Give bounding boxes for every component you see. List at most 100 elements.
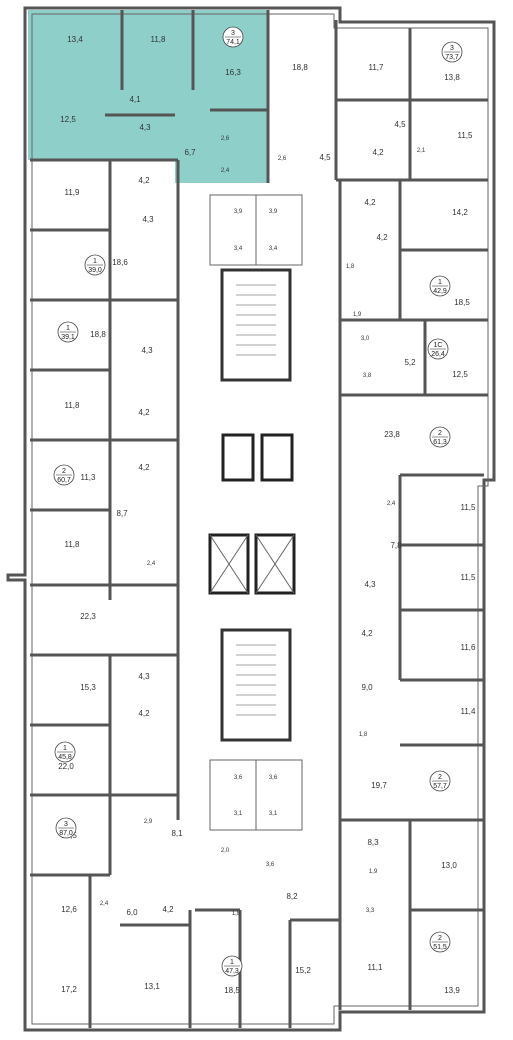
- apartment-badge[interactable]: 251,5: [429, 931, 451, 953]
- room-area-label: 3,6: [269, 775, 278, 781]
- apartment-rooms: 3: [231, 30, 235, 37]
- room-area-label: 18,6: [112, 258, 128, 267]
- core-walls: [208, 194, 303, 831]
- room-area-label: 2,0: [221, 848, 230, 854]
- room-area-label: 4,5: [394, 120, 406, 129]
- room-area-label: 11,5: [461, 573, 477, 582]
- highlighted-apartment[interactable]: [28, 10, 268, 183]
- room-area-label: 12,6: [61, 905, 77, 914]
- room-area-label: 22,0: [58, 762, 74, 771]
- room-area-label: 2,4: [387, 501, 396, 507]
- apartment-badge[interactable]: 139,1: [57, 321, 79, 343]
- room-area-label: 11,9: [65, 188, 81, 197]
- room-area-label: 4,2: [162, 905, 174, 914]
- apartment-badge[interactable]: 139,0: [84, 254, 106, 276]
- room-area-label: 3,4: [234, 246, 243, 252]
- room-area-label: 3,6: [234, 775, 243, 781]
- room-area-label: 23,8: [384, 430, 400, 439]
- room-area-label: 3,1: [269, 811, 278, 817]
- top-walls: [105, 10, 488, 183]
- left-walls: [30, 158, 192, 1028]
- room-area-label: 2,4: [147, 561, 156, 567]
- room-area-label: 4,2: [138, 408, 150, 417]
- room-area-label: 13,4: [67, 35, 83, 44]
- room-area-label: 15,2: [295, 966, 311, 975]
- room-area-label: 4,3: [139, 123, 151, 132]
- room-area-label: 13,8: [444, 73, 460, 82]
- apartment-badge[interactable]: 147,3: [221, 955, 243, 977]
- bottom-walls: [195, 908, 340, 1028]
- apartment-rooms: 1: [438, 279, 442, 286]
- room-area-label: 1,8: [232, 911, 241, 917]
- apartment-area: 61,3: [433, 439, 447, 446]
- apartment-rooms: 2: [62, 468, 66, 475]
- room-area-label: 2,9: [144, 819, 153, 825]
- room-area-label: 4,2: [376, 233, 388, 242]
- stair-treads: [236, 284, 276, 716]
- apartment-rooms: 1: [66, 325, 70, 332]
- room-area-label: 11,8: [65, 401, 81, 410]
- room-area-label: 2,4: [100, 901, 109, 907]
- room-area-label: 11,6: [461, 643, 477, 652]
- room-area-label: 11,5: [461, 503, 477, 512]
- apartment-rooms: 3: [450, 45, 454, 52]
- room-area-label: 12,5: [60, 115, 76, 124]
- room-area-label: 3,1: [234, 811, 243, 817]
- apartment-area: 47,3: [225, 968, 239, 975]
- room-area-label: 1,9: [369, 869, 378, 875]
- room-area-label: 4,3: [138, 672, 150, 681]
- apartment-rooms: 3: [64, 821, 68, 828]
- room-area-label: 4,2: [372, 148, 384, 157]
- room-area-label: 11,3: [81, 473, 97, 482]
- apartment-area: 73,7: [445, 54, 459, 61]
- room-area-label: 8,1: [171, 829, 183, 838]
- room-area-label: 11,5: [458, 131, 474, 140]
- apartment-badge[interactable]: 387,0: [55, 817, 77, 839]
- apartment-badge[interactable]: 374,1: [222, 26, 244, 48]
- room-area-label: 13,9: [444, 986, 460, 995]
- apartment-badge[interactable]: 260,7: [53, 464, 75, 486]
- room-area-label: 3,3: [366, 908, 375, 914]
- apartment-badge[interactable]: 145,8: [54, 741, 76, 763]
- room-area-label: 11,4: [461, 707, 477, 716]
- apartment-area: 39,0: [88, 267, 102, 274]
- right-walls: [338, 180, 488, 1010]
- apartment-rooms: 2: [438, 935, 442, 942]
- room-area-label: 8,3: [367, 838, 379, 847]
- room-area-label: 6,0: [126, 908, 138, 917]
- room-area-label: 19,7: [371, 781, 387, 790]
- apartment-badge[interactable]: 373,7: [441, 41, 463, 63]
- apartment-area: 51,5: [433, 944, 447, 951]
- room-area-label: 11,7: [369, 63, 385, 72]
- room-area-label: 4,2: [361, 629, 373, 638]
- room-area-label: 18,5: [224, 986, 240, 995]
- apartment-badge[interactable]: 142,9: [429, 275, 451, 297]
- apartment-badges: 374,1373,7139,0142,9139,11С26,4261,3260,…: [53, 26, 463, 977]
- room-area-label: 6,7: [184, 148, 196, 157]
- apartment-area: 26,4: [431, 351, 445, 358]
- room-area-label: 11,8: [65, 540, 81, 549]
- room-area-label: 3,0: [361, 336, 370, 342]
- apartment-badge[interactable]: 261,3: [429, 426, 451, 448]
- room-area-label: 1,8: [346, 264, 355, 270]
- apartment-badge[interactable]: 257,7: [429, 770, 451, 792]
- apartment-area: 45,8: [58, 754, 72, 761]
- room-area-label: 12,5: [452, 370, 468, 379]
- room-area-label: 7,8: [390, 541, 402, 550]
- apartment-rooms: 2: [438, 774, 442, 781]
- apartment-area: 74,1: [226, 39, 240, 46]
- room-area-label: 11,1: [368, 963, 384, 972]
- apartment-area: 60,7: [57, 477, 71, 484]
- room-area-label: 15,3: [80, 683, 96, 692]
- room-area-label: 1,8: [359, 732, 368, 738]
- room-area-label: 18,8: [90, 330, 106, 339]
- room-area-label: 2,1: [417, 148, 426, 154]
- room-area-label: 2,6: [221, 136, 230, 142]
- room-area-label: 16,3: [225, 68, 241, 77]
- room-area-label: 22,3: [80, 612, 96, 621]
- room-area-label: 18,5: [454, 298, 470, 307]
- room-area-label: 17,2: [61, 985, 77, 994]
